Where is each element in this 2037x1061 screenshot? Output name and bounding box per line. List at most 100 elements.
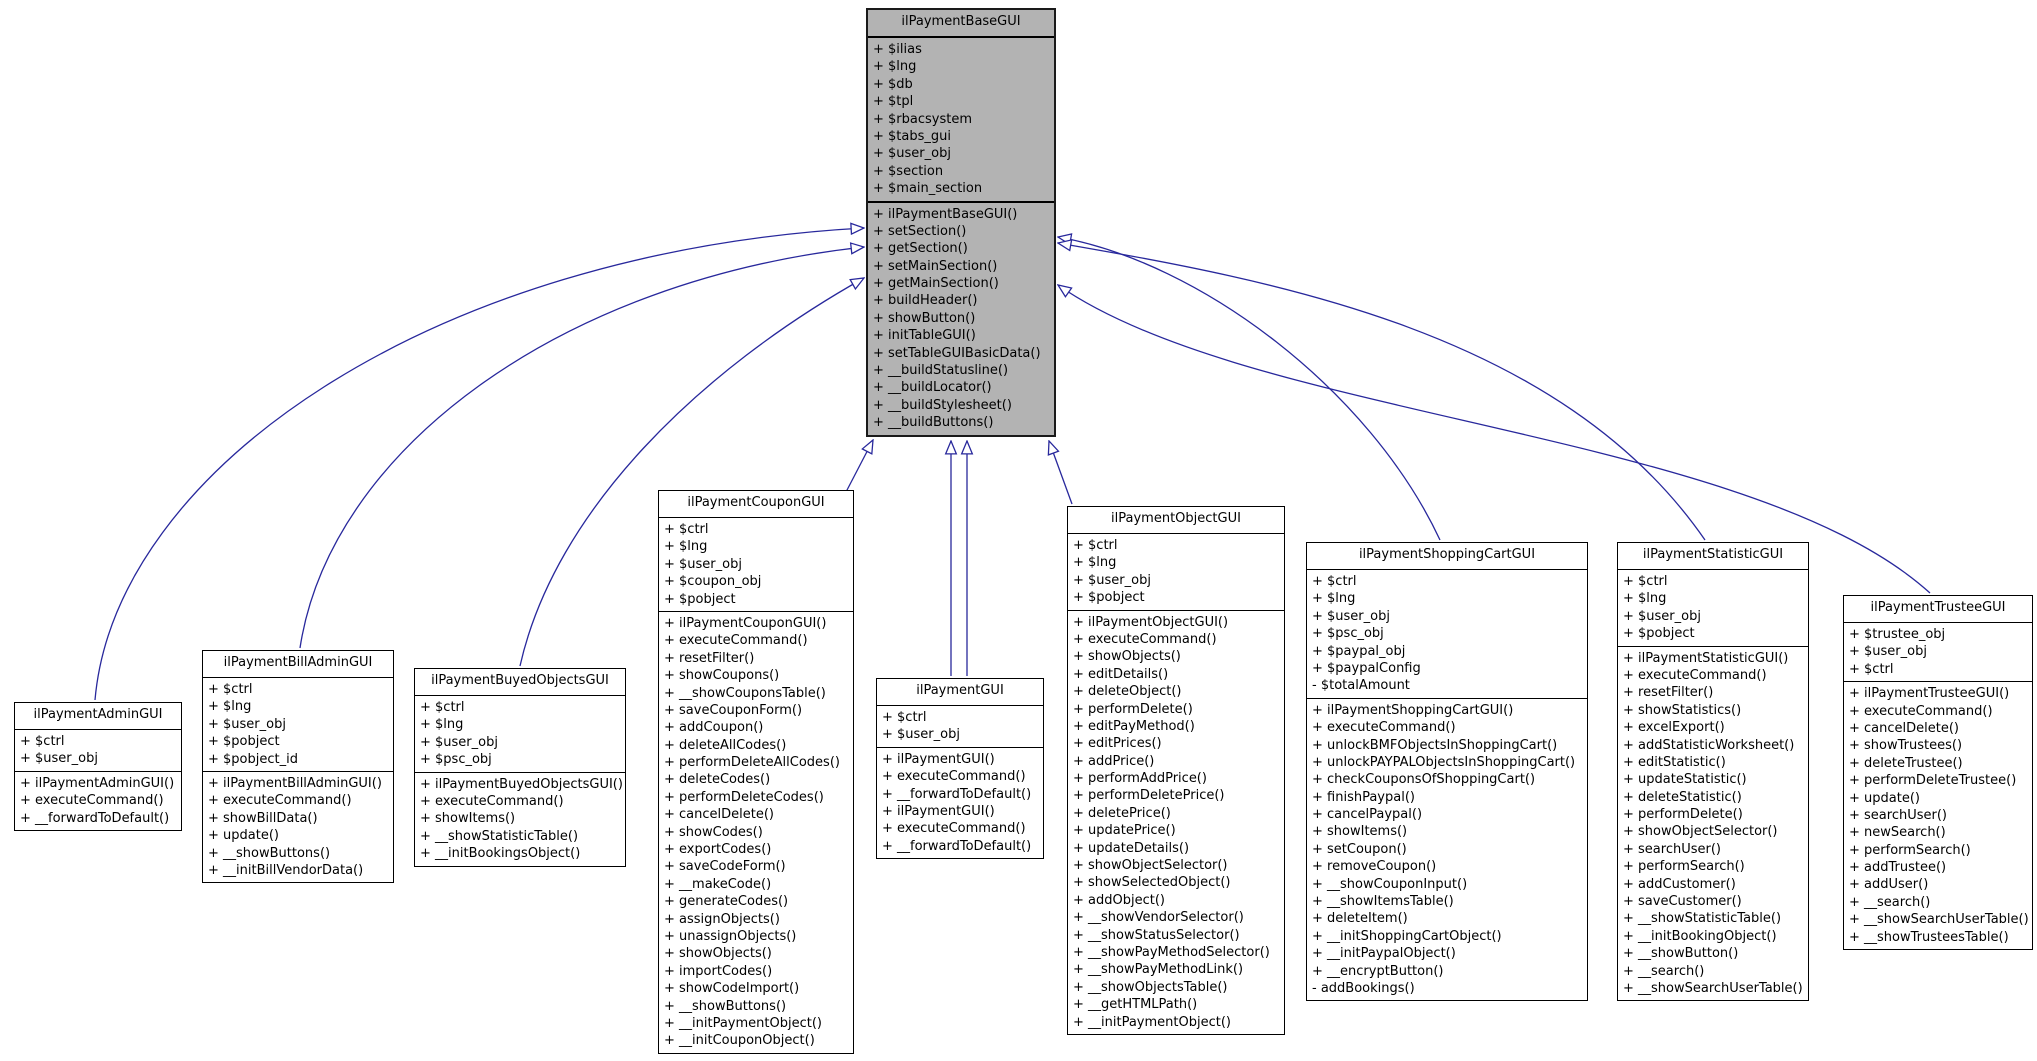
attribute: + $user_obj <box>1312 608 1390 624</box>
method: + update() <box>1849 790 1920 806</box>
attribute: + $paypalConfig <box>1312 660 1421 676</box>
class-title[interactable]: ilPaymentBuyedObjectsGUI <box>415 669 625 696</box>
method: + performDeletePrice() <box>1073 788 1225 804</box>
class-title[interactable]: ilPaymentObjectGUI <box>1068 507 1284 534</box>
class-methods: + ilPaymentStatisticGUI()+ executeComman… <box>1618 645 1808 1001</box>
class-title[interactable]: ilPaymentGUI <box>877 679 1043 706</box>
method: + addUser() <box>1849 877 1929 893</box>
attribute: + $trustee_obj <box>1849 627 1946 642</box>
class-title[interactable]: ilPaymentCouponGUI <box>659 491 853 518</box>
method: + deletePrice() <box>1073 805 1171 821</box>
class-box-ilPaymentAdminGUI[interactable]: ilPaymentAdminGUI + $ctrl + $user_obj + ilP… <box>14 702 182 831</box>
inheritance-edge-ilPaymentObjectGUI <box>1049 441 1073 505</box>
class-box-ilPaymentStatisticGUI[interactable]: ilPaymentStatisticGUI+ $ctrl+ $lng+ $use… <box>1617 542 1809 1002</box>
class-title[interactable]: ilPaymentBillAdminGUI <box>203 651 393 678</box>
method: + showObjectSelector() <box>1073 858 1228 874</box>
method: + __showStatusSelector() <box>1073 927 1240 943</box>
attribute: + $ctrl <box>420 700 465 715</box>
method: + resetFilter() <box>1623 685 1714 701</box>
method: + getSection() <box>873 241 968 257</box>
inheritance-edge-ilPaymentBillAdminGUI <box>299 247 864 649</box>
method: + performDeleteCodes() <box>664 789 824 805</box>
attribute: + $ctrl <box>208 682 253 697</box>
attribute: + $ctrl <box>882 710 927 725</box>
method: + resetFilter() <box>664 650 755 666</box>
attribute: + $user_obj <box>20 751 98 767</box>
class-box-ilPaymentBuyedObjectsGUI[interactable]: ilPaymentBuyedObjectsGUI+ $ctrl+ $lng+ $… <box>414 668 626 867</box>
method: + checkCouponsOfShoppingCart() <box>1312 772 1536 788</box>
method: + getMainSection() <box>873 276 999 292</box>
class-box-ilPaymentGUI[interactable]: ilPaymentGUI+ $ctrl+ $user_obj+ ilPaymen… <box>876 678 1044 860</box>
method: + addPrice() <box>1073 753 1155 769</box>
class-attributes: + $ctrl + $user_obj <box>15 730 181 771</box>
method: + __initShoppingCartObject() <box>1312 928 1502 944</box>
attribute: + $pobject <box>664 591 736 607</box>
class-box-ilPaymentTrusteeGUI[interactable]: ilPaymentTrusteeGUI+ $trustee_obj+ $user… <box>1843 595 2033 951</box>
method: + __initPaymentObject() <box>664 1015 822 1031</box>
method: + executeCommand() <box>1623 667 1767 683</box>
method: + __forwardToDefault() <box>882 786 1032 802</box>
method: + addStatisticWorksheet() <box>1623 737 1795 753</box>
attribute: + $ctrl <box>20 734 65 749</box>
method: + updateStatistic() <box>1623 772 1747 788</box>
class-box-ilPaymentObjectGUI[interactable]: ilPaymentObjectGUI + $ctrl + $lng+ $user_o… <box>1067 506 1285 1035</box>
method: + __buildLocator() <box>873 380 992 396</box>
class-attributes: + $ilias+ $lng+ $db+ $tpl+ $rbacsystem+ … <box>868 38 1054 201</box>
method: + deleteStatistic() <box>1623 789 1742 805</box>
method: + __buildStylesheet() <box>873 397 1012 413</box>
method: + __initBookingObject() <box>1623 928 1777 944</box>
method: + removeCoupon() <box>1312 859 1437 875</box>
method: + cancelDelete() <box>1849 720 1959 736</box>
class-attributes: + $ctrl+ $lng+ $user_obj+ $pobject+ $pob… <box>203 678 393 771</box>
method: + cancelPaypal() <box>1312 807 1423 823</box>
inheritance-edge-ilPaymentAdminGUI <box>94 228 864 701</box>
method: + deleteCodes() <box>664 772 771 788</box>
attribute: + $user_obj <box>873 146 951 162</box>
method: + ilPaymentTrusteeGUI() <box>1849 686 2010 702</box>
method: + showSelectedObject() <box>1073 875 1231 891</box>
method: + ilPaymentAdminGUI() <box>20 775 175 791</box>
attribute: + $lng <box>1623 591 1667 607</box>
method: + __showPayMethodSelector() <box>1073 944 1270 960</box>
method: + ilPaymentBaseGUI() <box>873 206 1018 222</box>
attribute: + $lng <box>1073 555 1117 571</box>
method: + ilPaymentBillAdminGUI() <box>208 775 382 791</box>
method: + __showPayMethodLink() <box>1073 962 1244 978</box>
class-title[interactable]: ilPaymentTrusteeGUI <box>1844 596 2032 623</box>
method: + ilPaymentBuyedObjectsGUI() <box>420 776 623 792</box>
class-title[interactable]: ilPaymentAdminGUI <box>15 703 181 730</box>
method: + editDetails() <box>1073 666 1169 682</box>
class-title[interactable]: ilPaymentStatisticGUI <box>1618 543 1808 570</box>
class-box-ilPaymentBillAdminGUI[interactable]: ilPaymentBillAdminGUI + $ctrl + $lng+ $use… <box>202 650 394 884</box>
method: + __showStatisticTable() <box>1623 911 1782 927</box>
method: + addObject() <box>1073 892 1165 908</box>
attribute: + $ctrl <box>1073 538 1118 553</box>
class-box-ilPaymentBaseGUI[interactable]: ilPaymentBaseGUI+ $ilias+ $lng+ $db+ $tp… <box>866 8 1056 437</box>
method: + searchUser() <box>1849 807 1947 823</box>
attribute: + $user_obj <box>1073 572 1151 588</box>
class-methods: + ilPaymentTrusteeGUI()+ executeCommand(… <box>1844 681 2032 949</box>
attribute: + $tabs_gui <box>873 128 951 144</box>
method: + __showButton() <box>1623 946 1739 962</box>
attribute: + $lng <box>664 539 708 555</box>
class-attributes: + $ctrl+ $lng+ $user_obj+ $psc_obj+ $pay… <box>1307 570 1587 698</box>
method: + showObjectSelector() <box>1623 824 1778 840</box>
class-box-ilPaymentCouponGUI[interactable]: ilPaymentCouponGUI+ $ctrl+ $lng+ $user_o… <box>658 490 854 1054</box>
class-box-ilPaymentShoppingCartGUI[interactable]: ilPaymentShoppingCartGUI+ $ctrl+ $lng+ $… <box>1306 542 1588 1002</box>
class-title[interactable]: ilPaymentShoppingCartGUI <box>1307 543 1587 570</box>
method: + __showStatisticTable() <box>420 828 579 844</box>
attribute: + $pobject <box>1623 626 1695 642</box>
method: + ilPaymentStatisticGUI() <box>1623 650 1789 666</box>
attribute: + $lng <box>208 699 252 715</box>
class-title[interactable]: ilPaymentBaseGUI <box>868 10 1054 38</box>
method: + assignObjects() <box>664 911 780 927</box>
attribute: + $paypal_obj <box>1312 643 1406 659</box>
method: + __showSearchUserTable() <box>1623 980 1803 996</box>
attribute: + $user_obj <box>664 556 742 572</box>
method: + update() <box>208 828 279 844</box>
attribute: + $lng <box>420 717 464 733</box>
attribute: + $user_obj <box>208 716 286 732</box>
attribute: + $ctrl <box>1849 661 1894 677</box>
class-methods: + ilPaymentBillAdminGUI()+ executeComman… <box>203 770 393 882</box>
method: + __forwardToDefault() <box>20 810 170 826</box>
